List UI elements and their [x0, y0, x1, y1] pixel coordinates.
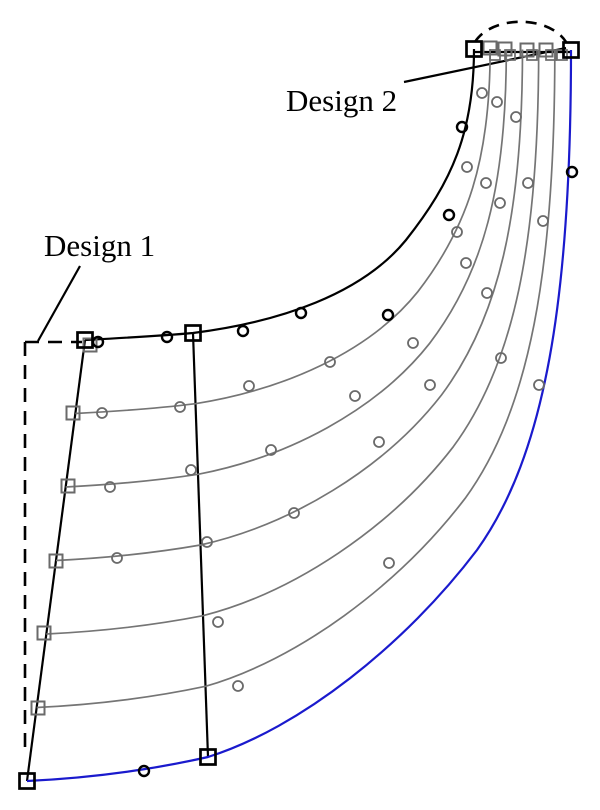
- data-circle-gray: [232, 680, 244, 692]
- data-circle-gray: [383, 557, 395, 569]
- data-circle-gray: [174, 401, 186, 413]
- data-circle-black: [565, 165, 579, 179]
- data-circle-gray: [104, 481, 116, 493]
- data-circle-gray: [451, 226, 463, 238]
- data-circle-black: [442, 208, 456, 222]
- data-circle-gray: [201, 536, 213, 548]
- control-square-black: [465, 40, 483, 58]
- shroud-curve: [84, 48, 476, 342]
- control-square-gray: [30, 700, 46, 716]
- data-circle-gray: [460, 257, 472, 269]
- data-circle-gray: [476, 87, 488, 99]
- control-square-gray: [82, 337, 98, 353]
- design2-label: Design 2: [286, 83, 397, 118]
- data-circle-gray: [243, 380, 255, 392]
- data-circle-gray: [212, 616, 224, 628]
- data-circle-gray: [349, 390, 361, 402]
- data-circle-gray: [461, 161, 473, 173]
- data-circle-gray: [533, 379, 545, 391]
- control-square-black: [184, 324, 202, 342]
- control-square-black: [199, 748, 217, 766]
- control-square-gray: [65, 405, 81, 421]
- data-circle-gray: [407, 337, 419, 349]
- control-square-gray-small: [489, 49, 501, 61]
- data-circle-gray: [495, 352, 507, 364]
- design2-dashed-arc: [473, 20, 568, 43]
- data-circle-gray: [373, 436, 385, 448]
- control-square-gray: [48, 553, 64, 569]
- control-square-gray-small: [526, 49, 538, 61]
- control-square-black: [562, 41, 580, 59]
- control-square-gray-small: [504, 49, 516, 61]
- data-circle-gray: [510, 111, 522, 123]
- data-circle-gray: [494, 197, 506, 209]
- data-circle-gray: [537, 215, 549, 227]
- control-square-gray: [60, 478, 76, 494]
- control-square-gray-small: [545, 49, 557, 61]
- streamline-curve: [65, 49, 508, 488]
- data-circle-black: [236, 324, 250, 338]
- data-circle-black: [137, 764, 151, 778]
- generated-geometry: [18, 20, 580, 790]
- data-circle-black: [160, 330, 174, 344]
- data-circle-black: [381, 308, 395, 322]
- control-square-gray-small: [556, 49, 568, 61]
- data-circle-black: [455, 120, 469, 134]
- hub-curve: [26, 49, 573, 783]
- data-circle-black: [294, 306, 308, 320]
- streamline-curve: [46, 49, 540, 635]
- data-circle-gray: [481, 287, 493, 299]
- data-circle-gray: [424, 379, 436, 391]
- design1-leader-line: [37, 265, 81, 342]
- streamline-curve: [55, 49, 524, 562]
- data-circle-gray: [480, 177, 492, 189]
- design1-label: Design 1: [44, 228, 155, 263]
- data-circle-gray: [491, 96, 503, 108]
- data-circle-gray: [288, 507, 300, 519]
- streamline-curve: [36, 49, 556, 709]
- streamline-curve: [75, 49, 492, 415]
- data-circle-gray: [96, 407, 108, 419]
- data-circle-gray: [185, 464, 197, 476]
- data-circle-gray: [522, 177, 534, 189]
- data-circle-gray: [324, 356, 336, 368]
- control-square-gray: [36, 625, 52, 641]
- data-circle-gray: [265, 444, 277, 456]
- data-circle-gray: [111, 552, 123, 564]
- data-circle-black: [91, 335, 105, 349]
- control-square-black: [18, 772, 36, 790]
